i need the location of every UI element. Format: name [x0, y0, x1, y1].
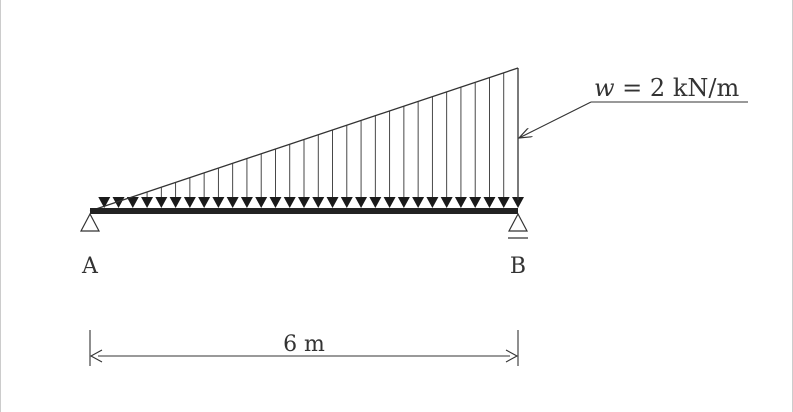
load-arrowhead — [469, 197, 482, 208]
load-lines — [132, 68, 519, 200]
load-leader-arrow — [519, 101, 592, 138]
beam — [90, 208, 518, 214]
dimension-arrow-right — [505, 349, 519, 363]
load-arrowhead — [283, 197, 296, 208]
load-arrowhead — [269, 197, 282, 208]
load-arrowhead — [426, 197, 439, 208]
load-arrowhead — [226, 197, 239, 208]
load-arrowhead — [155, 197, 168, 208]
load-arrowhead — [169, 197, 182, 208]
dimension-arrow-left — [89, 349, 103, 363]
load-symbol: w — [594, 74, 615, 102]
load-arrowhead — [355, 197, 368, 208]
load-arrowhead — [141, 197, 154, 208]
load-arrowhead — [340, 197, 353, 208]
load-value: = 2 kN/m — [615, 74, 740, 102]
support-label-b: B — [510, 254, 526, 279]
load-arrowhead — [483, 197, 496, 208]
load-arrowhead — [298, 197, 310, 208]
load-arrowhead — [255, 197, 268, 208]
load-arrowhead — [198, 197, 211, 208]
load-arrowhead — [126, 197, 139, 208]
load-arrowhead — [312, 197, 325, 208]
load-label: w = 2 kN/m — [594, 74, 739, 102]
load-arrowhead — [512, 197, 524, 208]
load-arrowhead — [183, 197, 196, 208]
pin-support-a — [80, 212, 100, 232]
support-label-a: A — [81, 254, 99, 279]
load-arrowhead — [98, 197, 111, 208]
load-arrowhead — [454, 197, 467, 208]
span-label: 6 m — [283, 332, 325, 357]
roller-support-b — [508, 212, 528, 232]
load-arrowhead — [440, 197, 453, 208]
load-arrowhead — [326, 197, 339, 208]
load-arrowhead — [397, 197, 410, 208]
load-arrowhead — [369, 197, 382, 208]
load-envelope-slope — [89, 67, 519, 212]
load-arrowhead — [497, 197, 510, 208]
load-arrowhead — [112, 197, 125, 208]
load-arrowhead — [412, 197, 425, 208]
load-arrowhead — [212, 197, 225, 208]
load-arrowhead — [240, 197, 253, 208]
load-arrowheads — [98, 197, 524, 208]
load-arrowhead — [383, 197, 396, 208]
